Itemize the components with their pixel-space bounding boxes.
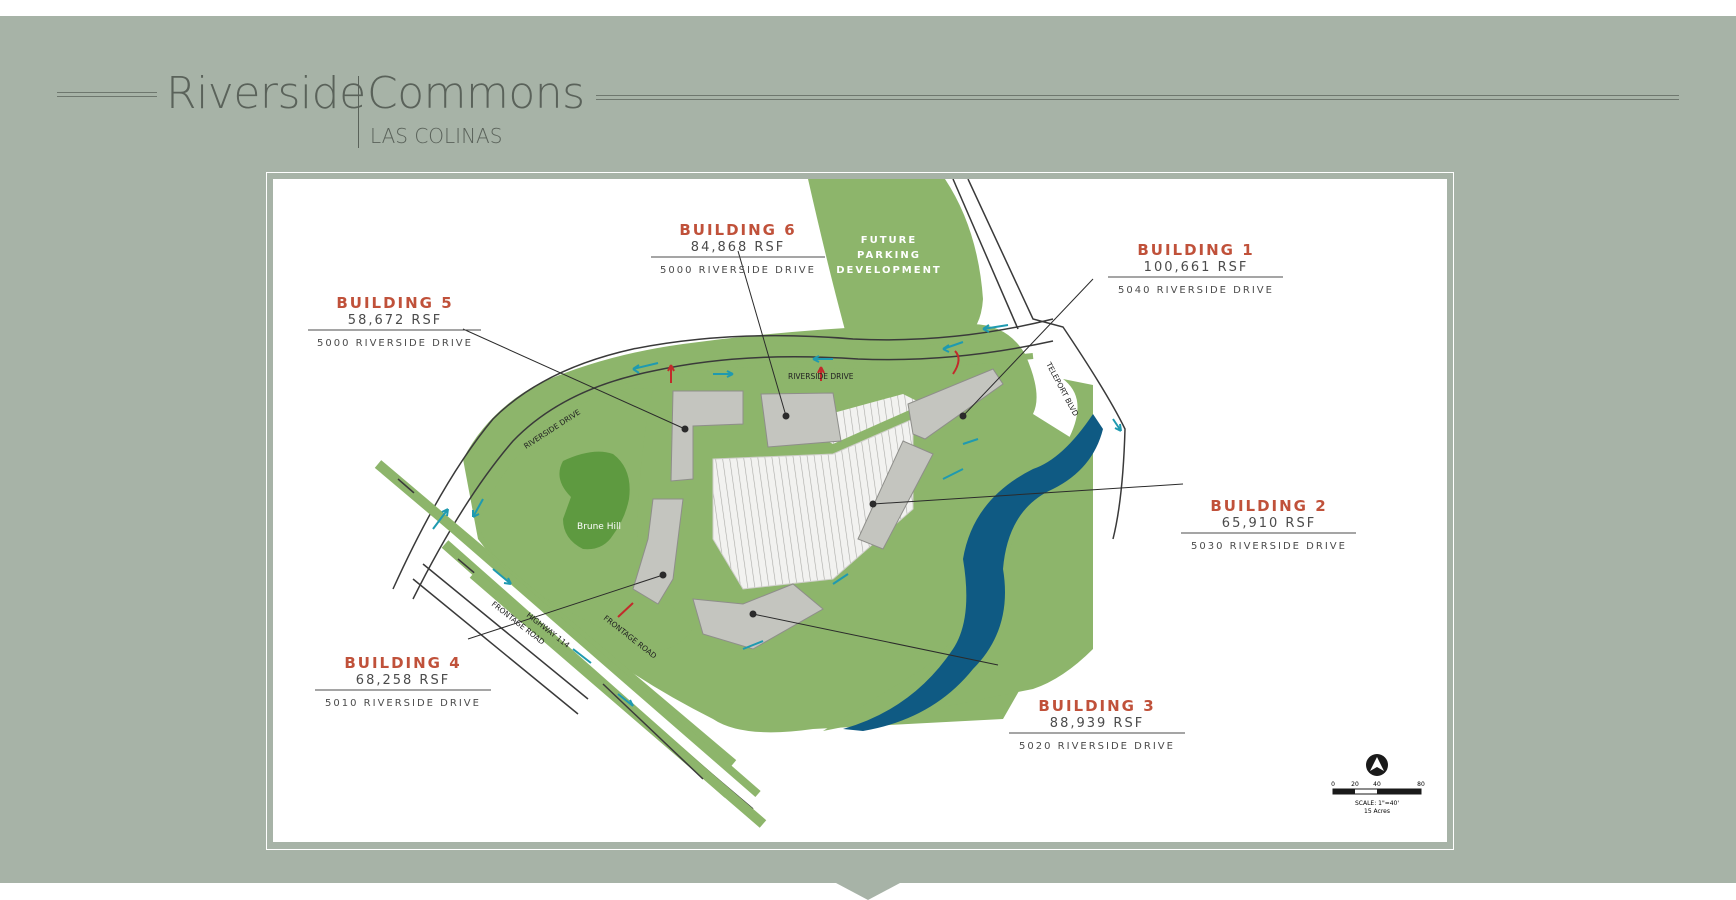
brand-divider bbox=[358, 76, 359, 148]
brune-hill-area bbox=[559, 451, 630, 550]
label-riverside-top: RIVERSIDE DRIVE bbox=[788, 372, 854, 381]
road-teleport-outer bbox=[967, 179, 1126, 540]
riverside-median bbox=[485, 353, 1034, 471]
building-3-title: BUILDING 3 bbox=[1038, 697, 1155, 715]
lawn-future-parking bbox=[808, 179, 983, 359]
callout-building-4[interactable]: BUILDING 4 68,258 RSF 5010 RIVERSIDE DRI… bbox=[315, 654, 491, 709]
building-4-address: 5010 RIVERSIDE DRIVE bbox=[325, 698, 481, 709]
building-2-title: BUILDING 2 bbox=[1210, 497, 1327, 515]
building-5-area: 58,672 RSF bbox=[348, 313, 442, 328]
future-parking-line-2: PARKING bbox=[857, 250, 921, 261]
building-5-title: BUILDING 5 bbox=[336, 294, 453, 312]
road-riverside-inner bbox=[412, 340, 1054, 600]
callout-building-1[interactable]: BUILDING 1 100,661 RSF 5040 RIVERSIDE DR… bbox=[1108, 241, 1283, 296]
building-5-footprint bbox=[670, 390, 744, 482]
future-parking-line-1: FUTURE bbox=[861, 235, 917, 246]
map-frame bbox=[266, 172, 1454, 850]
building-6-area: 84,868 RSF bbox=[691, 240, 785, 255]
road-riverside-outer bbox=[392, 318, 1054, 590]
brune-hill-label: Brune Hill bbox=[577, 522, 621, 532]
lawn-south bbox=[823, 379, 1093, 731]
future-parking-line-3: DEVELOPMENT bbox=[836, 265, 942, 276]
scale-acres: 15 Acres bbox=[1364, 808, 1390, 815]
building-4-area: 68,258 RSF bbox=[356, 673, 450, 688]
callout-building-5[interactable]: BUILDING 5 58,672 RSF 5000 RIVERSIDE DRI… bbox=[308, 294, 481, 349]
traffic-arrows bbox=[432, 324, 1122, 707]
brand-name-left: Riverside bbox=[166, 68, 366, 119]
scale-tick-80: 80 bbox=[1417, 781, 1425, 788]
building-2-address: 5030 RIVERSIDE DRIVE bbox=[1191, 541, 1347, 552]
road-teleport-inner bbox=[952, 179, 1019, 330]
scale-bar: 0 20 40 80 SCALE: 1"=40' 15 Acres bbox=[1331, 781, 1425, 815]
building-6-title: BUILDING 6 bbox=[679, 221, 796, 239]
building-5-address: 5000 RIVERSIDE DRIVE bbox=[317, 338, 473, 349]
buildings bbox=[632, 368, 1004, 650]
north-arrow-icon bbox=[1366, 754, 1388, 776]
header-rule-left bbox=[57, 92, 157, 97]
site-plan-svg: FUTURE PARKING DEVELOPMENT Brune Hill RI… bbox=[308, 179, 1425, 828]
chevron-down-icon[interactable] bbox=[836, 883, 900, 900]
site-map[interactable]: FUTURE PARKING DEVELOPMENT Brune Hill RI… bbox=[273, 179, 1447, 842]
callout-building-3[interactable]: BUILDING 3 88,939 RSF 5020 RIVERSIDE DRI… bbox=[1009, 697, 1185, 752]
building-4-title: BUILDING 4 bbox=[344, 654, 461, 672]
brand-name-right: Commons bbox=[367, 68, 585, 119]
building-6-footprint bbox=[760, 392, 842, 448]
building-3-area: 88,939 RSF bbox=[1050, 716, 1144, 731]
building-4-footprint bbox=[632, 498, 684, 605]
scale-tick-40: 40 bbox=[1373, 781, 1381, 788]
scale-tick-0: 0 bbox=[1331, 781, 1335, 788]
highway-114 bbox=[374, 460, 767, 828]
callout-leaders bbox=[462, 250, 1184, 666]
building-1-area: 100,661 RSF bbox=[1144, 260, 1249, 275]
building-1-title: BUILDING 1 bbox=[1137, 241, 1254, 259]
future-parking-label: FUTURE PARKING DEVELOPMENT bbox=[836, 235, 942, 276]
scale-text: SCALE: 1"=40' bbox=[1355, 800, 1399, 807]
building-2-area: 65,910 RSF bbox=[1222, 516, 1316, 531]
building-1-address: 5040 RIVERSIDE DRIVE bbox=[1118, 285, 1274, 296]
building-6-address: 5000 RIVERSIDE DRIVE bbox=[660, 265, 816, 276]
header-rule-right bbox=[596, 95, 1679, 100]
brand-subtitle: LAS COLINAS bbox=[370, 124, 503, 148]
building-3-footprint bbox=[692, 583, 824, 650]
building-3-address: 5020 RIVERSIDE DRIVE bbox=[1019, 741, 1175, 752]
callout-building-6[interactable]: BUILDING 6 84,868 RSF 5000 RIVERSIDE DRI… bbox=[651, 221, 825, 276]
building-1-footprint bbox=[907, 368, 1004, 440]
scale-tick-20: 20 bbox=[1351, 781, 1359, 788]
callout-building-2[interactable]: BUILDING 2 65,910 RSF 5030 RIVERSIDE DRI… bbox=[1181, 497, 1356, 552]
entry-arrows bbox=[617, 350, 960, 618]
